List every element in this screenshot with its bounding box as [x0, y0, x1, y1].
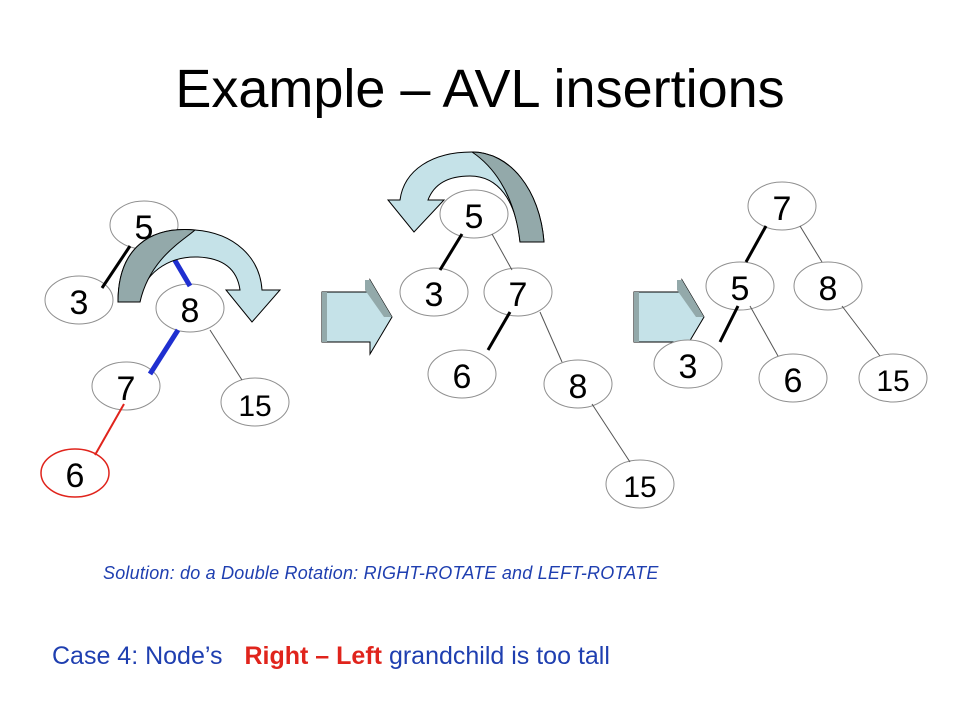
case-label: Case 4: Node’s	[52, 642, 223, 670]
node-15: 15	[623, 471, 656, 504]
node-5: 5	[731, 270, 750, 308]
node-8: 8	[569, 368, 588, 406]
edge-8-7	[147, 328, 181, 376]
node-3: 3	[679, 348, 698, 386]
node-circle-6-new	[40, 448, 110, 498]
node-3: 3	[70, 284, 89, 322]
node-7: 7	[117, 370, 136, 408]
edge-8-15	[209, 329, 243, 381]
node-5: 5	[465, 198, 484, 236]
tree-2: 5 3 7 6 8 15	[386, 151, 675, 509]
node-5: 5	[135, 209, 154, 247]
node-circle-15	[220, 377, 290, 427]
node-6: 6	[66, 457, 85, 495]
edge-5-3	[100, 245, 132, 289]
node-15: 15	[238, 390, 271, 423]
node-3: 3	[425, 276, 444, 314]
node-8: 8	[819, 270, 838, 308]
node-circle-7	[91, 361, 161, 411]
node-7: 7	[509, 276, 528, 314]
case-highlight: Right – Left	[244, 642, 382, 670]
case-rest: grandchild is too tall	[388, 642, 610, 670]
node-6: 6	[453, 358, 472, 396]
tree-1: 5 3 8 7 15 6	[40, 200, 290, 498]
node-6: 6	[784, 362, 803, 400]
node-7: 7	[773, 190, 792, 228]
slide-title: Example – AVL insertions	[175, 59, 785, 119]
node-15: 15	[876, 365, 909, 398]
case-description: Case 4: Node’s Right – Left grandchild is…	[52, 642, 610, 671]
solution-text: Solution: do a Double Rotation: RIGHT-RO…	[103, 563, 659, 583]
next-step-arrow-icon	[321, 278, 393, 356]
tree-3: 7 5 8 3 6 15	[653, 181, 928, 403]
node-8: 8	[181, 292, 200, 330]
next-step-arrow-icon-2	[633, 278, 705, 356]
edge-7-6	[94, 403, 125, 456]
node-circle-3	[44, 275, 114, 325]
